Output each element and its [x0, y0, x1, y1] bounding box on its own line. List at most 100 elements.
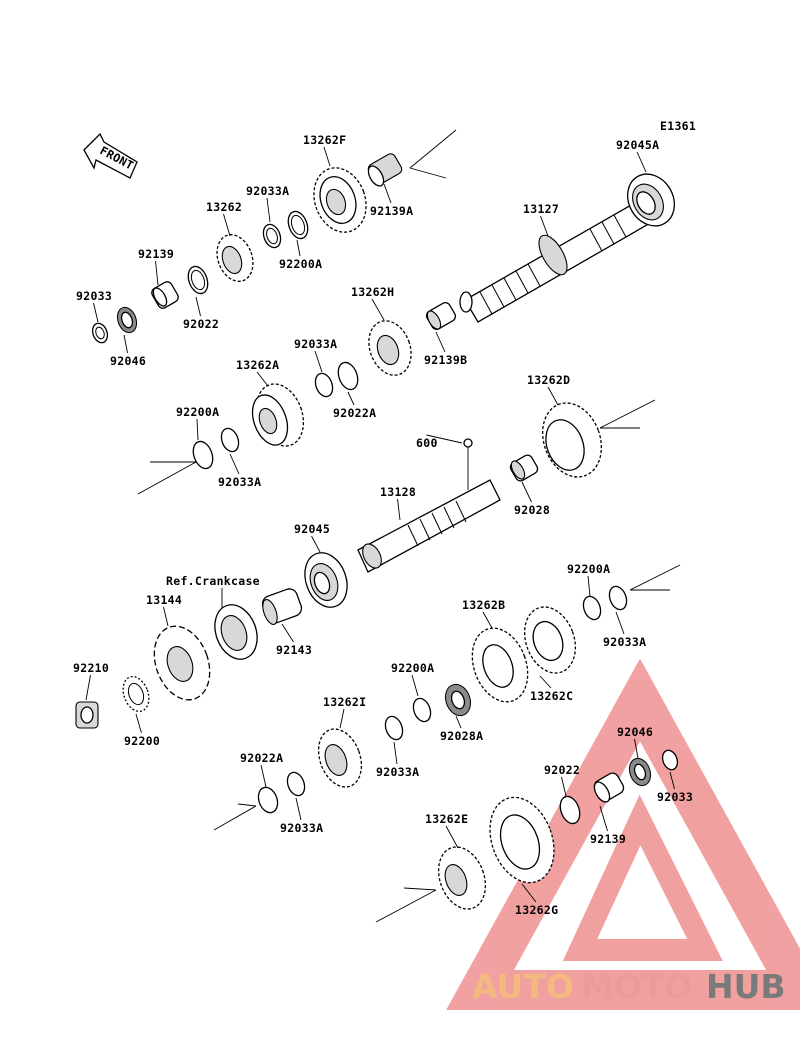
bushing-92139-lower [593, 772, 625, 803]
callout-leader [260, 764, 267, 788]
callout-label: 92139B [424, 353, 467, 367]
callout-label: 92139 [590, 832, 626, 846]
callout-leader [636, 151, 647, 173]
callout-leader [634, 738, 639, 759]
callout-leader [539, 675, 552, 689]
callout-label: 92200A [391, 661, 434, 675]
bearing-92045a [626, 173, 676, 227]
callout-leader [296, 239, 301, 257]
callout-label: 13262F [303, 133, 346, 147]
callout-leader [435, 331, 446, 353]
watermark-logo [446, 658, 800, 1010]
callout-leader [521, 481, 532, 503]
callout-leader [323, 146, 331, 167]
callout-label: 13262A [236, 358, 279, 372]
callout-label: 92033A [376, 765, 419, 779]
front-arrow-icon: FRONT [83, 132, 138, 179]
callout-leader [547, 386, 559, 406]
callout-leader [482, 611, 493, 629]
callout-leader [561, 776, 567, 797]
callout-leader [521, 883, 537, 903]
callout-leader [445, 825, 459, 849]
bushing-92139b [425, 302, 457, 330]
callout-leader [229, 453, 240, 475]
callout-label: 13262G [515, 903, 558, 917]
gear-13262f [313, 167, 367, 233]
needle-bearing-92046-upper [116, 306, 138, 334]
callout-label: 92143 [276, 643, 312, 657]
washer-92200 [122, 675, 150, 713]
washer-92200a-lower [412, 697, 432, 723]
callout-label: 92139A [370, 204, 413, 218]
callout-leader [266, 197, 271, 223]
callout-label: 92033 [657, 790, 693, 804]
callout-leader [347, 391, 355, 406]
callout-leader [587, 575, 591, 597]
callout-label: 92022A [240, 751, 283, 765]
callout-leader [135, 713, 142, 734]
callout-label: 92033 [76, 289, 112, 303]
washer-92033-upper [91, 322, 109, 344]
diagram-code: E1361 [660, 119, 696, 133]
needle-bearing-92028a [444, 683, 472, 717]
callout-label: 92028A [440, 729, 483, 743]
washer-92022-lower [559, 795, 581, 825]
washer-92033-lower [661, 749, 679, 771]
callout-label: 13262D [527, 373, 570, 387]
callout-leader [123, 334, 128, 354]
callout-label: 92033A [246, 184, 289, 198]
bushing-92139a [367, 153, 403, 187]
callout-leader [295, 797, 302, 821]
callout-leader [223, 213, 231, 237]
callout-label: 13128 [380, 485, 416, 499]
bushing-92028 [509, 454, 539, 482]
sprocket-13144 [153, 625, 211, 701]
callout-leader [383, 183, 392, 204]
callout-label: 13144 [146, 593, 182, 607]
bushing-92139-upper [151, 281, 179, 309]
callout-leader [393, 741, 398, 765]
callout-label: 92028 [514, 503, 550, 517]
washer-92033a-right [608, 585, 628, 611]
callout-label: 600 [416, 436, 438, 450]
oil-seal [214, 604, 258, 660]
callout-label: 92033A [603, 635, 646, 649]
callout-label: 92045A [616, 138, 659, 152]
callout-label: 92022 [183, 317, 219, 331]
gear-13262h [368, 320, 412, 376]
callout-label: 92045 [294, 522, 330, 536]
callout-label: 92022A [333, 406, 376, 420]
marker-600 [463, 438, 473, 490]
gear-13262c [523, 606, 577, 674]
callout-label: 92139 [138, 247, 174, 261]
collar-92143 [261, 588, 303, 625]
callout-leader [599, 805, 608, 832]
callout-label: 92046 [617, 725, 653, 739]
callout-leader [93, 302, 99, 323]
ref-note: Ref.Crankcase [166, 574, 260, 588]
output-shaft-13127 [459, 199, 653, 323]
callout-label: 13127 [523, 202, 559, 216]
callout-label: 92033A [294, 337, 337, 351]
callout-leader [455, 715, 462, 729]
callout-label: 92200A [567, 562, 610, 576]
callout-leader [195, 296, 201, 317]
callout-leader [85, 674, 91, 701]
washer-92200a-upper [287, 210, 309, 240]
watermark-wordmark: AUTO MOTO HUB [472, 967, 786, 1006]
callout-leader [314, 350, 323, 373]
washer-92022a-lower [257, 786, 279, 814]
callout-leader [155, 260, 159, 286]
callout-leader [426, 434, 463, 444]
callout-leader [311, 535, 321, 553]
gear-13262d [542, 402, 602, 478]
nut-92210 [75, 701, 99, 729]
washer-92033a-lower [384, 715, 404, 741]
callout-label: 92210 [73, 661, 109, 675]
callout-leader [196, 418, 199, 441]
callout-leader [397, 498, 401, 521]
bearing-92045 [304, 552, 348, 608]
callout-label: 13262B [462, 598, 505, 612]
watermark-hub: HUB [706, 967, 786, 1006]
